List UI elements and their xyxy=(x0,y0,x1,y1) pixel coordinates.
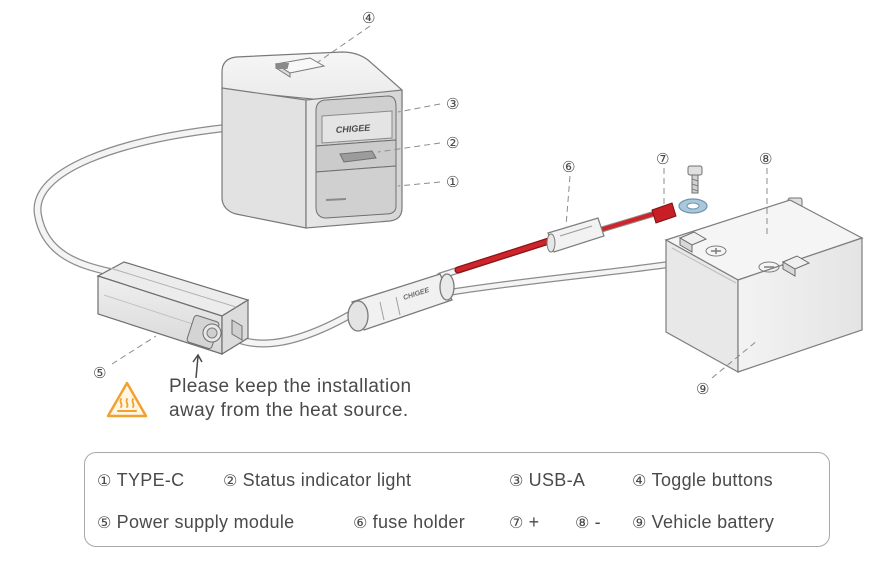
heat-warning: Please keep the installation away from t… xyxy=(105,375,465,425)
legend-label: Toggle buttons xyxy=(651,470,773,490)
legend-label: Status indicator light xyxy=(242,470,412,490)
warning-arrow xyxy=(192,353,203,379)
legend-label: fuse holder xyxy=(372,512,466,532)
legend-num: ③ xyxy=(509,471,524,490)
chigee-cube-device: CHIGEE xyxy=(221,51,403,229)
callout-numbers: ④ ③ ② ① ⑥ ⑦ ⑧ ⑤ ⑨ xyxy=(93,9,772,398)
legend-label: Power supply module xyxy=(116,512,295,532)
callout-6: ⑥ xyxy=(562,158,575,176)
callout-3: ③ xyxy=(446,95,459,113)
vehicle-battery xyxy=(664,199,864,374)
heat-warning-line-1: Please keep the installation xyxy=(169,376,412,397)
legend-label: TYPE-C xyxy=(116,470,185,490)
legend-num: ⑥ xyxy=(353,513,368,532)
callout-2: ② xyxy=(446,134,459,152)
legend-label: - xyxy=(594,512,601,532)
legend-num: ⑨ xyxy=(632,513,647,532)
heat-warning-text: Please keep the installation away from t… xyxy=(169,375,412,423)
callout-9: ⑨ xyxy=(696,380,709,398)
positive-ring-terminal xyxy=(651,198,708,224)
callout-8: ⑧ xyxy=(759,150,772,168)
callout-7: ⑦ xyxy=(656,150,669,168)
legend-item-negative: ⑧- xyxy=(575,510,601,535)
legend-item-positive: ⑦+ xyxy=(509,510,539,535)
heat-warning-icon xyxy=(106,381,148,418)
legend-label: Vehicle battery xyxy=(651,512,775,532)
cable-connector: CHIGEE xyxy=(347,273,455,332)
fuse-holder xyxy=(546,217,605,253)
leader-lines xyxy=(111,25,768,379)
legend-num: ② xyxy=(223,471,238,490)
power-supply-module xyxy=(96,261,250,356)
legend-num: ⑤ xyxy=(97,513,112,532)
callout-1: ① xyxy=(446,173,459,191)
module-output-cable xyxy=(236,308,359,348)
legend-num: ⑧ xyxy=(575,513,590,532)
positive-wire xyxy=(436,209,663,280)
usb-cable xyxy=(33,124,229,276)
device-brand: CHIGEE xyxy=(335,123,371,135)
legend-label: + xyxy=(528,512,540,532)
legend-num: ① xyxy=(97,471,112,490)
callout-5: ⑤ xyxy=(93,364,106,382)
legend-label: USB-A xyxy=(528,470,586,490)
bolt-icon xyxy=(687,165,703,194)
legend-num: ⑦ xyxy=(509,513,524,532)
legend-num: ④ xyxy=(632,471,647,490)
heat-warning-line-2: away from the heat source. xyxy=(169,400,409,421)
callout-4: ④ xyxy=(362,9,375,27)
